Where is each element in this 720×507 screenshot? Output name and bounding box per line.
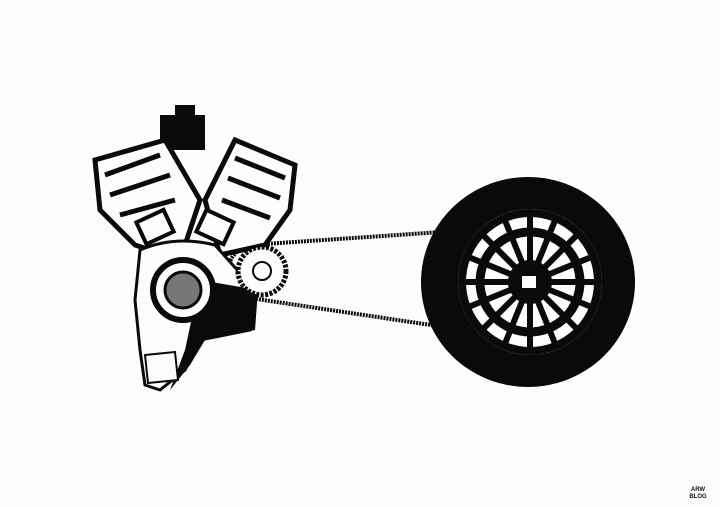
artist-signature: ARW BLOG <box>689 487 707 500</box>
engine-skull <box>92 105 298 392</box>
rear-wheel <box>421 177 635 387</box>
